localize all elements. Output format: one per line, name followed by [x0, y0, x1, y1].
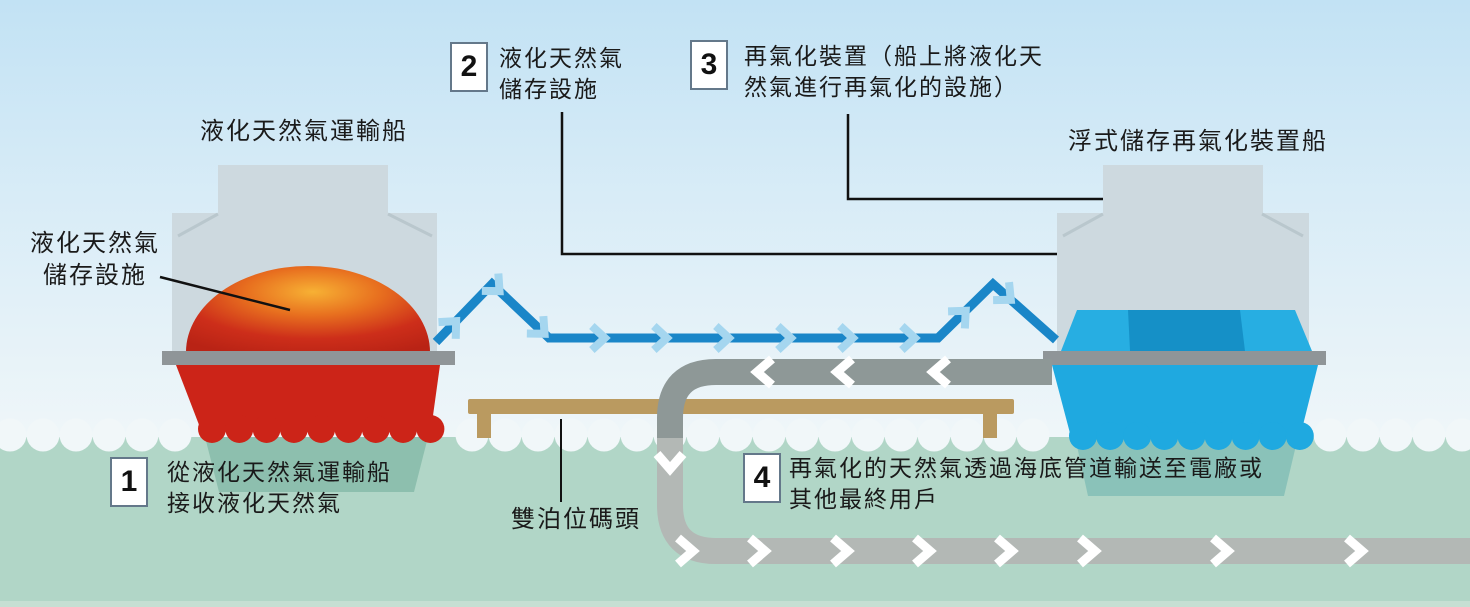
- gas-pipeline-above-water: [657, 359, 1052, 438]
- storage-facility-line2: 儲存設施: [43, 262, 147, 289]
- jetty-leg-left: [477, 412, 491, 438]
- fsru-submerged-hull: [1075, 437, 1298, 496]
- callout-3-digit: 3: [700, 48, 718, 81]
- callout-4-text: 再氣化的天然氣透過海底管道輸送至電廠或 其他最終用戶: [789, 453, 1264, 515]
- fsru-hull: [1052, 365, 1318, 437]
- callout-1-text: 從液化天然氣運輸船 接收液化天然氣: [167, 457, 392, 519]
- callout-2-line1: 液化天然氣: [499, 45, 624, 71]
- seabed-strip: [0, 601, 1470, 607]
- jetty-label-text: 雙泊位碼頭: [511, 506, 641, 533]
- carrier-title-text: 液化天然氣運輸船: [200, 118, 408, 145]
- fsru-ship: [1043, 165, 1326, 437]
- callout-4-line2: 其他最終用戶: [789, 486, 939, 512]
- callout-4-number: 4: [743, 453, 781, 503]
- jetty: [468, 399, 1014, 438]
- callout-3-number: 3: [690, 40, 728, 90]
- callout-1-line1: 從液化天然氣運輸船: [167, 459, 392, 485]
- callout-4-digit: 4: [753, 461, 771, 494]
- storage-label-leader-line: [159, 275, 291, 312]
- jetty-plank: [468, 399, 1014, 414]
- carrier-davits: [177, 212, 433, 238]
- waterline-scallops: [0, 418, 1470, 452]
- callout-2-line2: 儲存設施: [499, 76, 599, 102]
- carrier-hull: [176, 365, 440, 430]
- fsru-davits: [1062, 212, 1304, 238]
- jetty-label: 雙泊位碼頭: [496, 504, 656, 536]
- callout-4-line1: 再氣化的天然氣透過海底管道輸送至電廠或: [789, 455, 1264, 481]
- fsru-hull-scallops: [1069, 422, 1314, 450]
- fsru-regas-unit-panel: [1128, 310, 1245, 351]
- lng-storage-dome: [186, 266, 430, 352]
- carrier-hull-scallops: [198, 415, 445, 443]
- callout-1-number: 1: [110, 457, 148, 507]
- lng-flow-arrows: [438, 273, 1016, 353]
- callout-1-digit: 1: [120, 465, 138, 498]
- carrier-title-label: 液化天然氣運輸船: [188, 116, 420, 148]
- fsru-title-text: 浮式儲存再氣化裝置船: [1068, 128, 1328, 155]
- carrier-deck: [162, 351, 455, 365]
- storage-facility-line1: 液化天然氣: [30, 230, 160, 257]
- callout-3-line1: 再氣化裝置（船上將液化天: [744, 43, 1044, 69]
- callout-2-text: 液化天然氣 儲存設施: [499, 43, 624, 105]
- storage-facility-label: 液化天然氣 儲存設施: [16, 228, 174, 292]
- gas-flow-arrows: [653, 355, 1369, 568]
- callout-2-number: 2: [450, 42, 488, 92]
- carrier-submerged-hull: [205, 437, 428, 492]
- fsru-deck: [1043, 351, 1326, 365]
- lng-carrier-ship: [162, 165, 455, 430]
- callout-3-line2: 然氣進行再氣化的設施）: [744, 74, 1019, 100]
- jetty-leg-right: [983, 412, 997, 438]
- callout-3-text: 再氣化裝置（船上將液化天 然氣進行再氣化的設施）: [744, 41, 1044, 103]
- callout-2-digit: 2: [460, 50, 478, 83]
- callout-1-line2: 接收液化天然氣: [167, 490, 342, 516]
- fsru-title-label: 浮式儲存再氣化裝置船: [1048, 126, 1348, 158]
